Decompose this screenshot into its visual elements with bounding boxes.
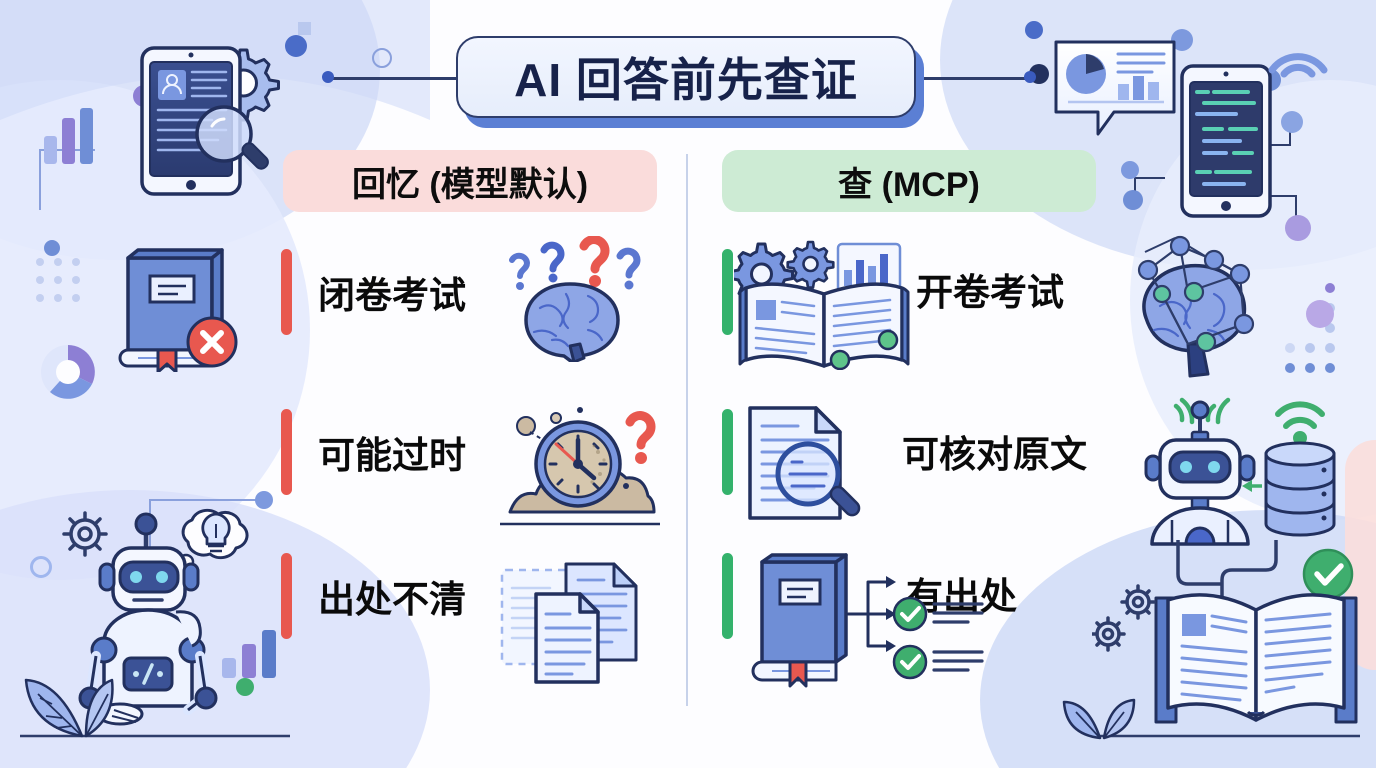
gear-icon (1092, 584, 1156, 652)
bar-chart-icon (222, 630, 276, 678)
column-header-left: 回忆 (模型默认) (283, 150, 657, 212)
gear-icon (786, 240, 835, 289)
closed-book-with-x-icon (118, 248, 238, 372)
list-item-label: 出处不清 (318, 579, 466, 620)
wifi-icon (1275, 401, 1325, 429)
wifi-icon (1268, 53, 1328, 78)
open-book-icon (1154, 593, 1358, 724)
title-dot-right (1024, 71, 1036, 83)
column-header-left-label: 回忆 (模型默认) (351, 165, 589, 204)
stacked-documents-icon (500, 562, 638, 684)
question-mark-icon (540, 241, 565, 273)
page-title: AI 回答前先查证 (456, 36, 924, 128)
list-item: 出处不清 (281, 553, 466, 639)
accent-bar-green (722, 553, 733, 639)
list-item-label: 开卷考试 (916, 272, 1064, 313)
magnifier-icon (195, 105, 269, 170)
list-item-label: 可核对原文 (902, 434, 1087, 475)
list-item: 可能过时 (281, 409, 466, 495)
dot-decor (236, 678, 254, 696)
accent-bar-green (722, 249, 733, 335)
green-check-icon (1302, 548, 1354, 600)
question-mark-icon (509, 252, 531, 279)
title-connector-right (922, 77, 1030, 80)
question-mark-icon (625, 411, 656, 450)
dusty-clock-icon (500, 407, 660, 526)
title-dot-left (322, 71, 334, 83)
open-book-with-gears-icon (734, 240, 910, 370)
magnifier-icon (775, 441, 861, 517)
close-icon (186, 316, 238, 368)
tablet-code-icon (1180, 64, 1272, 218)
brain-network-icon (1137, 235, 1255, 378)
brain-with-question-marks-icon (509, 236, 641, 362)
tablet-profile-document-icon (140, 46, 280, 196)
dot-decor (30, 556, 52, 578)
list-item: 闭卷考试 (281, 249, 466, 335)
wifi-icon (1173, 397, 1231, 425)
question-mark-icon (616, 247, 641, 279)
column-header-right: 查 (MCP) (722, 150, 1096, 212)
check-icon (892, 596, 928, 632)
lightbulb-thought-icon (170, 508, 249, 580)
title-box: AI 回答前先查证 (456, 36, 916, 118)
list-item-label: 闭卷考试 (318, 275, 466, 316)
list-item-label: 可能过时 (318, 435, 466, 476)
list-item (722, 409, 733, 495)
dot-decor (1306, 300, 1334, 328)
database-icon (1264, 441, 1336, 537)
document-magnifier-icon (748, 406, 861, 520)
title-connector-left (330, 77, 458, 80)
column-header-right-label: 查 (MCP) (838, 165, 980, 204)
accent-bar-red (281, 249, 292, 335)
accent-bar-red (281, 553, 292, 639)
list-item (722, 249, 733, 335)
leaf-icon (1062, 698, 1136, 740)
robot-database-icon (1144, 397, 1336, 546)
book-with-citations-icon (751, 553, 984, 688)
thinking-robot-icon (62, 508, 249, 726)
lightbulb-icon (201, 512, 231, 553)
list-item (722, 553, 733, 639)
column-divider (686, 154, 688, 706)
accent-bar-red (281, 409, 292, 495)
gear-icon (62, 511, 108, 557)
chat-bubble-pie-chart-icon (1054, 40, 1176, 136)
title-text: AI 回答前先查证 (514, 54, 858, 106)
check-icon (892, 644, 928, 680)
accent-bar-green (722, 409, 733, 495)
leaf-icon (24, 678, 114, 738)
question-mark-icon (579, 236, 610, 274)
